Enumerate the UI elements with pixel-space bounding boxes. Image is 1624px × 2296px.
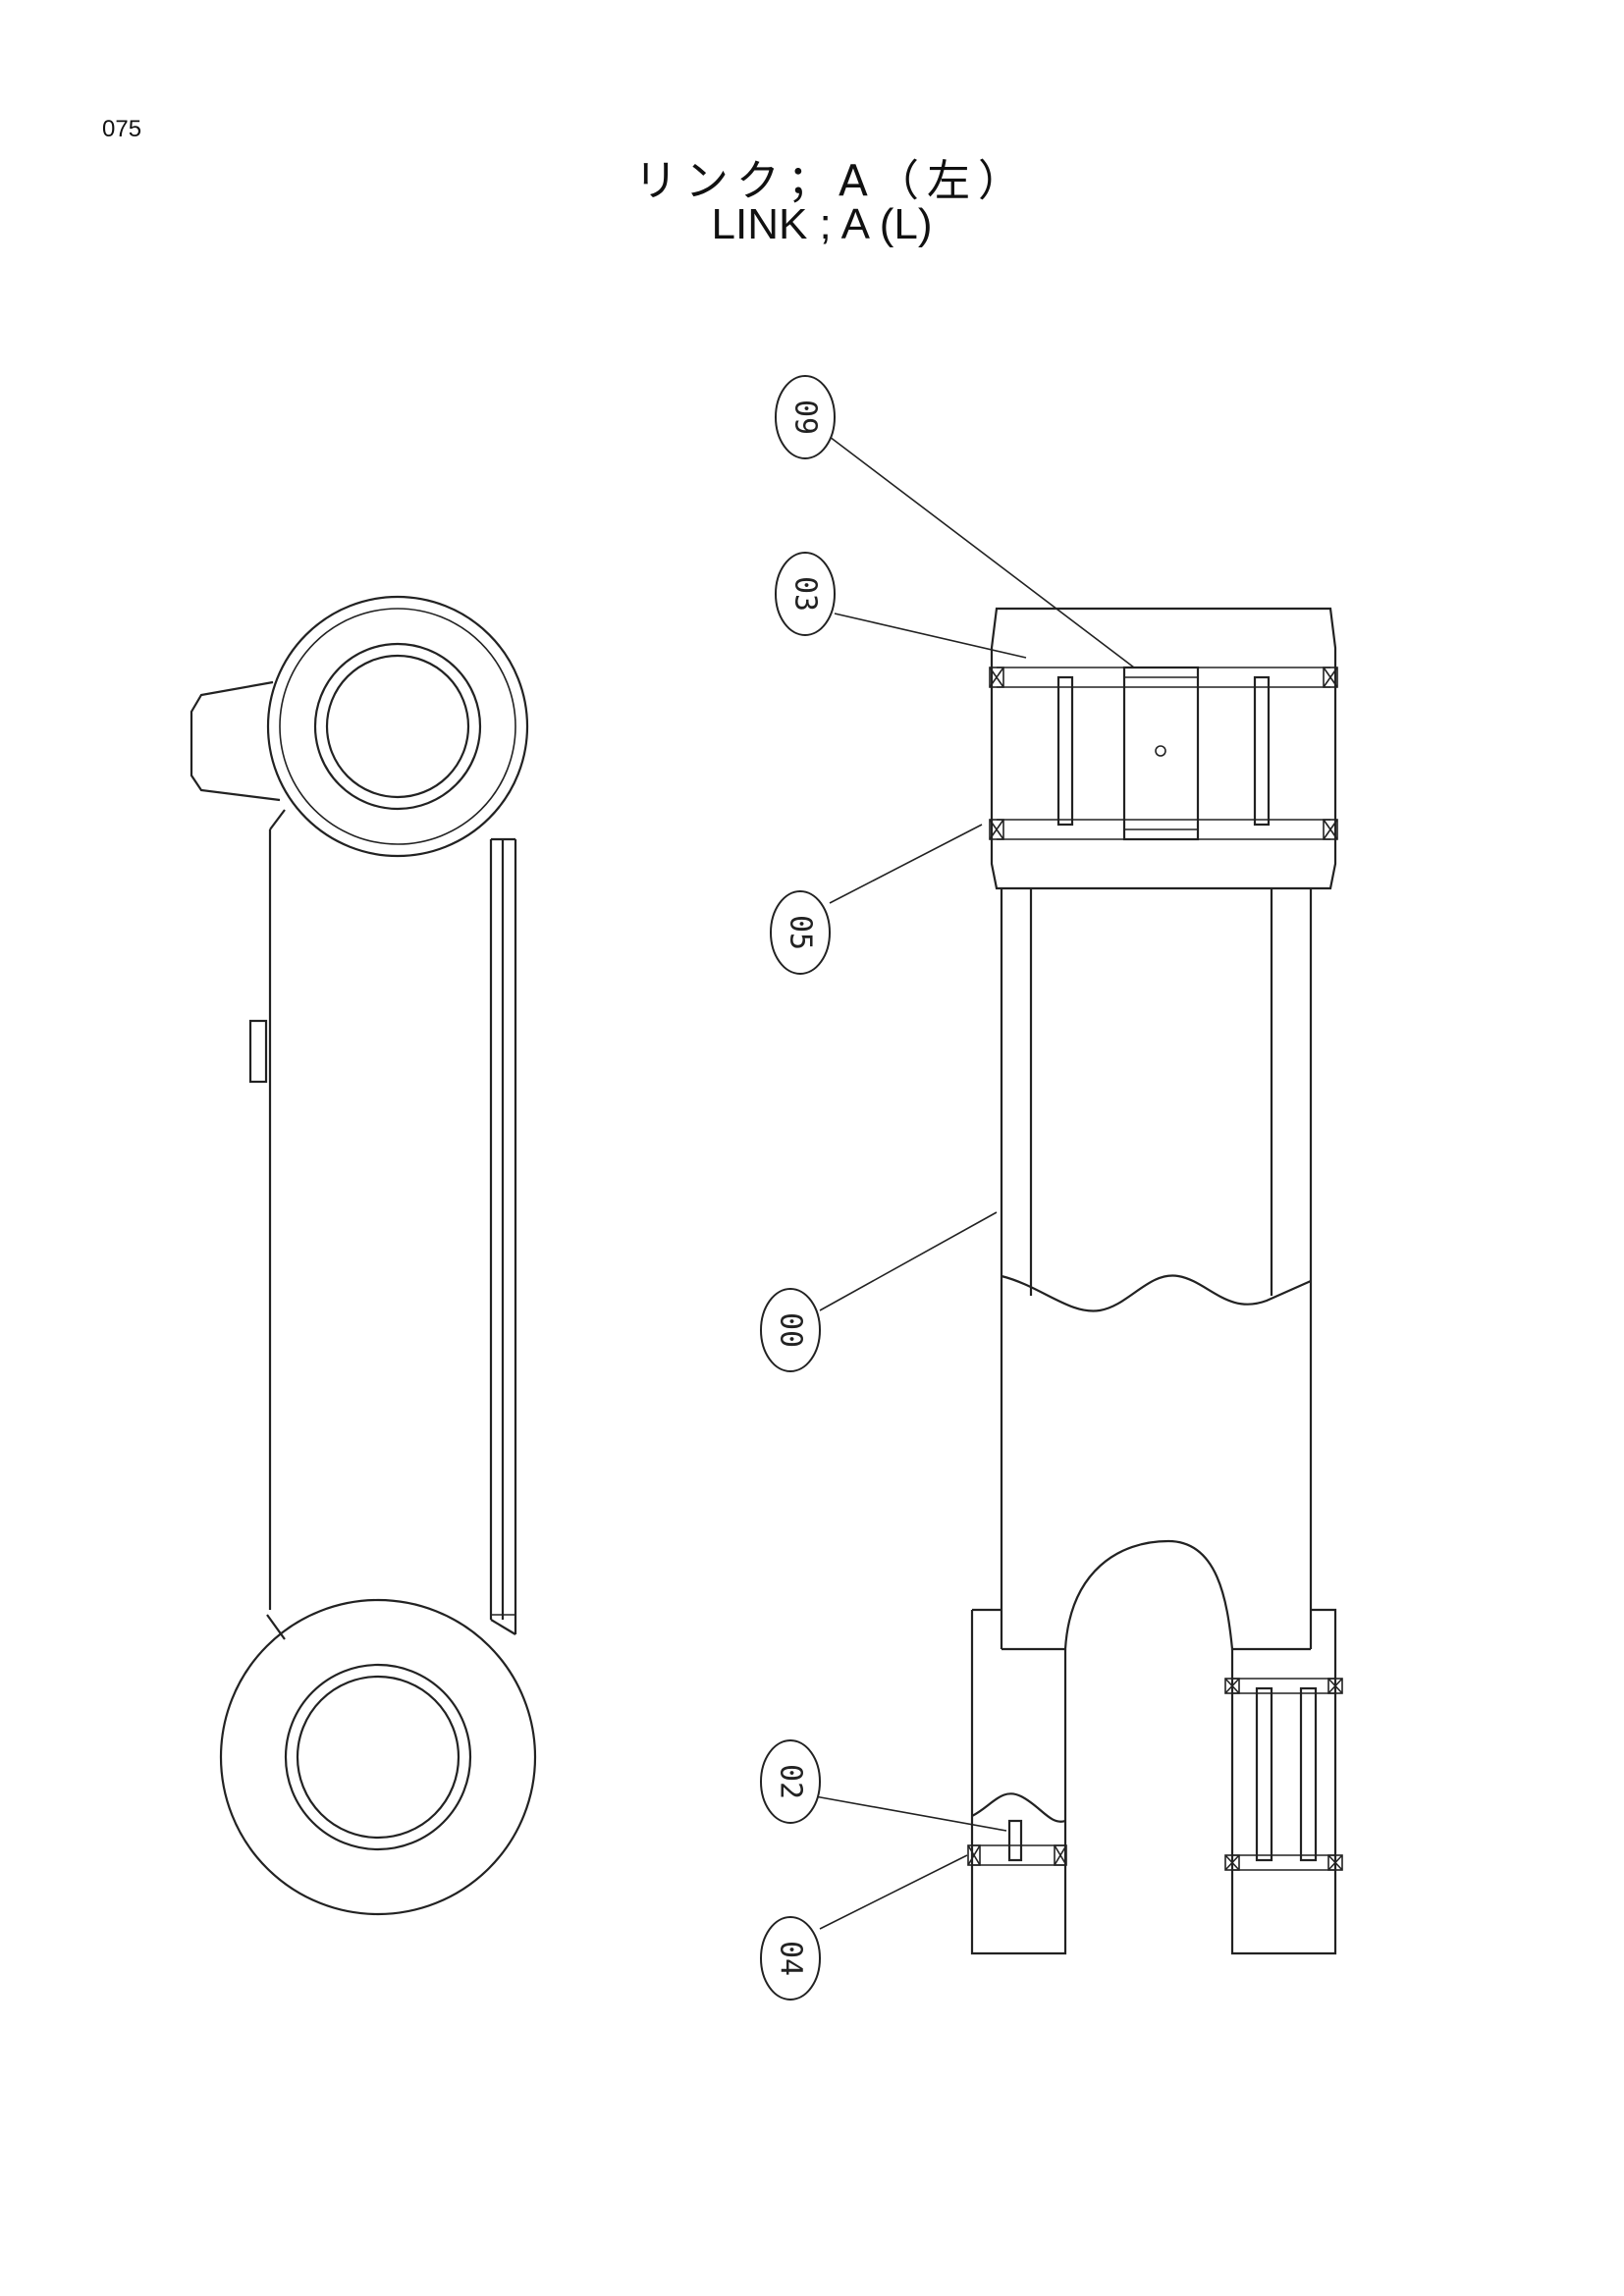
callout-00: 00: [760, 1211, 998, 1372]
page-number: 075: [102, 116, 142, 142]
title-japanese: リンク；A（左）: [633, 156, 1030, 206]
title-english: LINK ; A (L): [711, 200, 933, 248]
callout-03: 03: [775, 552, 1027, 659]
callout-label-02: 02: [774, 1764, 808, 1799]
callout-04: 04: [760, 1854, 968, 2001]
link-side-view: [189, 595, 537, 1916]
callout-label-09: 09: [788, 400, 823, 435]
callout-label-04: 04: [774, 1941, 808, 1976]
callout-05: 05: [770, 824, 983, 975]
callout-09: 09: [775, 375, 1135, 668]
callout-label-00: 00: [774, 1312, 808, 1348]
link-section-view: [967, 607, 1343, 1955]
callout-label-05: 05: [784, 915, 818, 950]
callout-02: 02: [760, 1739, 1007, 1832]
callout-label-03: 03: [788, 576, 823, 612]
